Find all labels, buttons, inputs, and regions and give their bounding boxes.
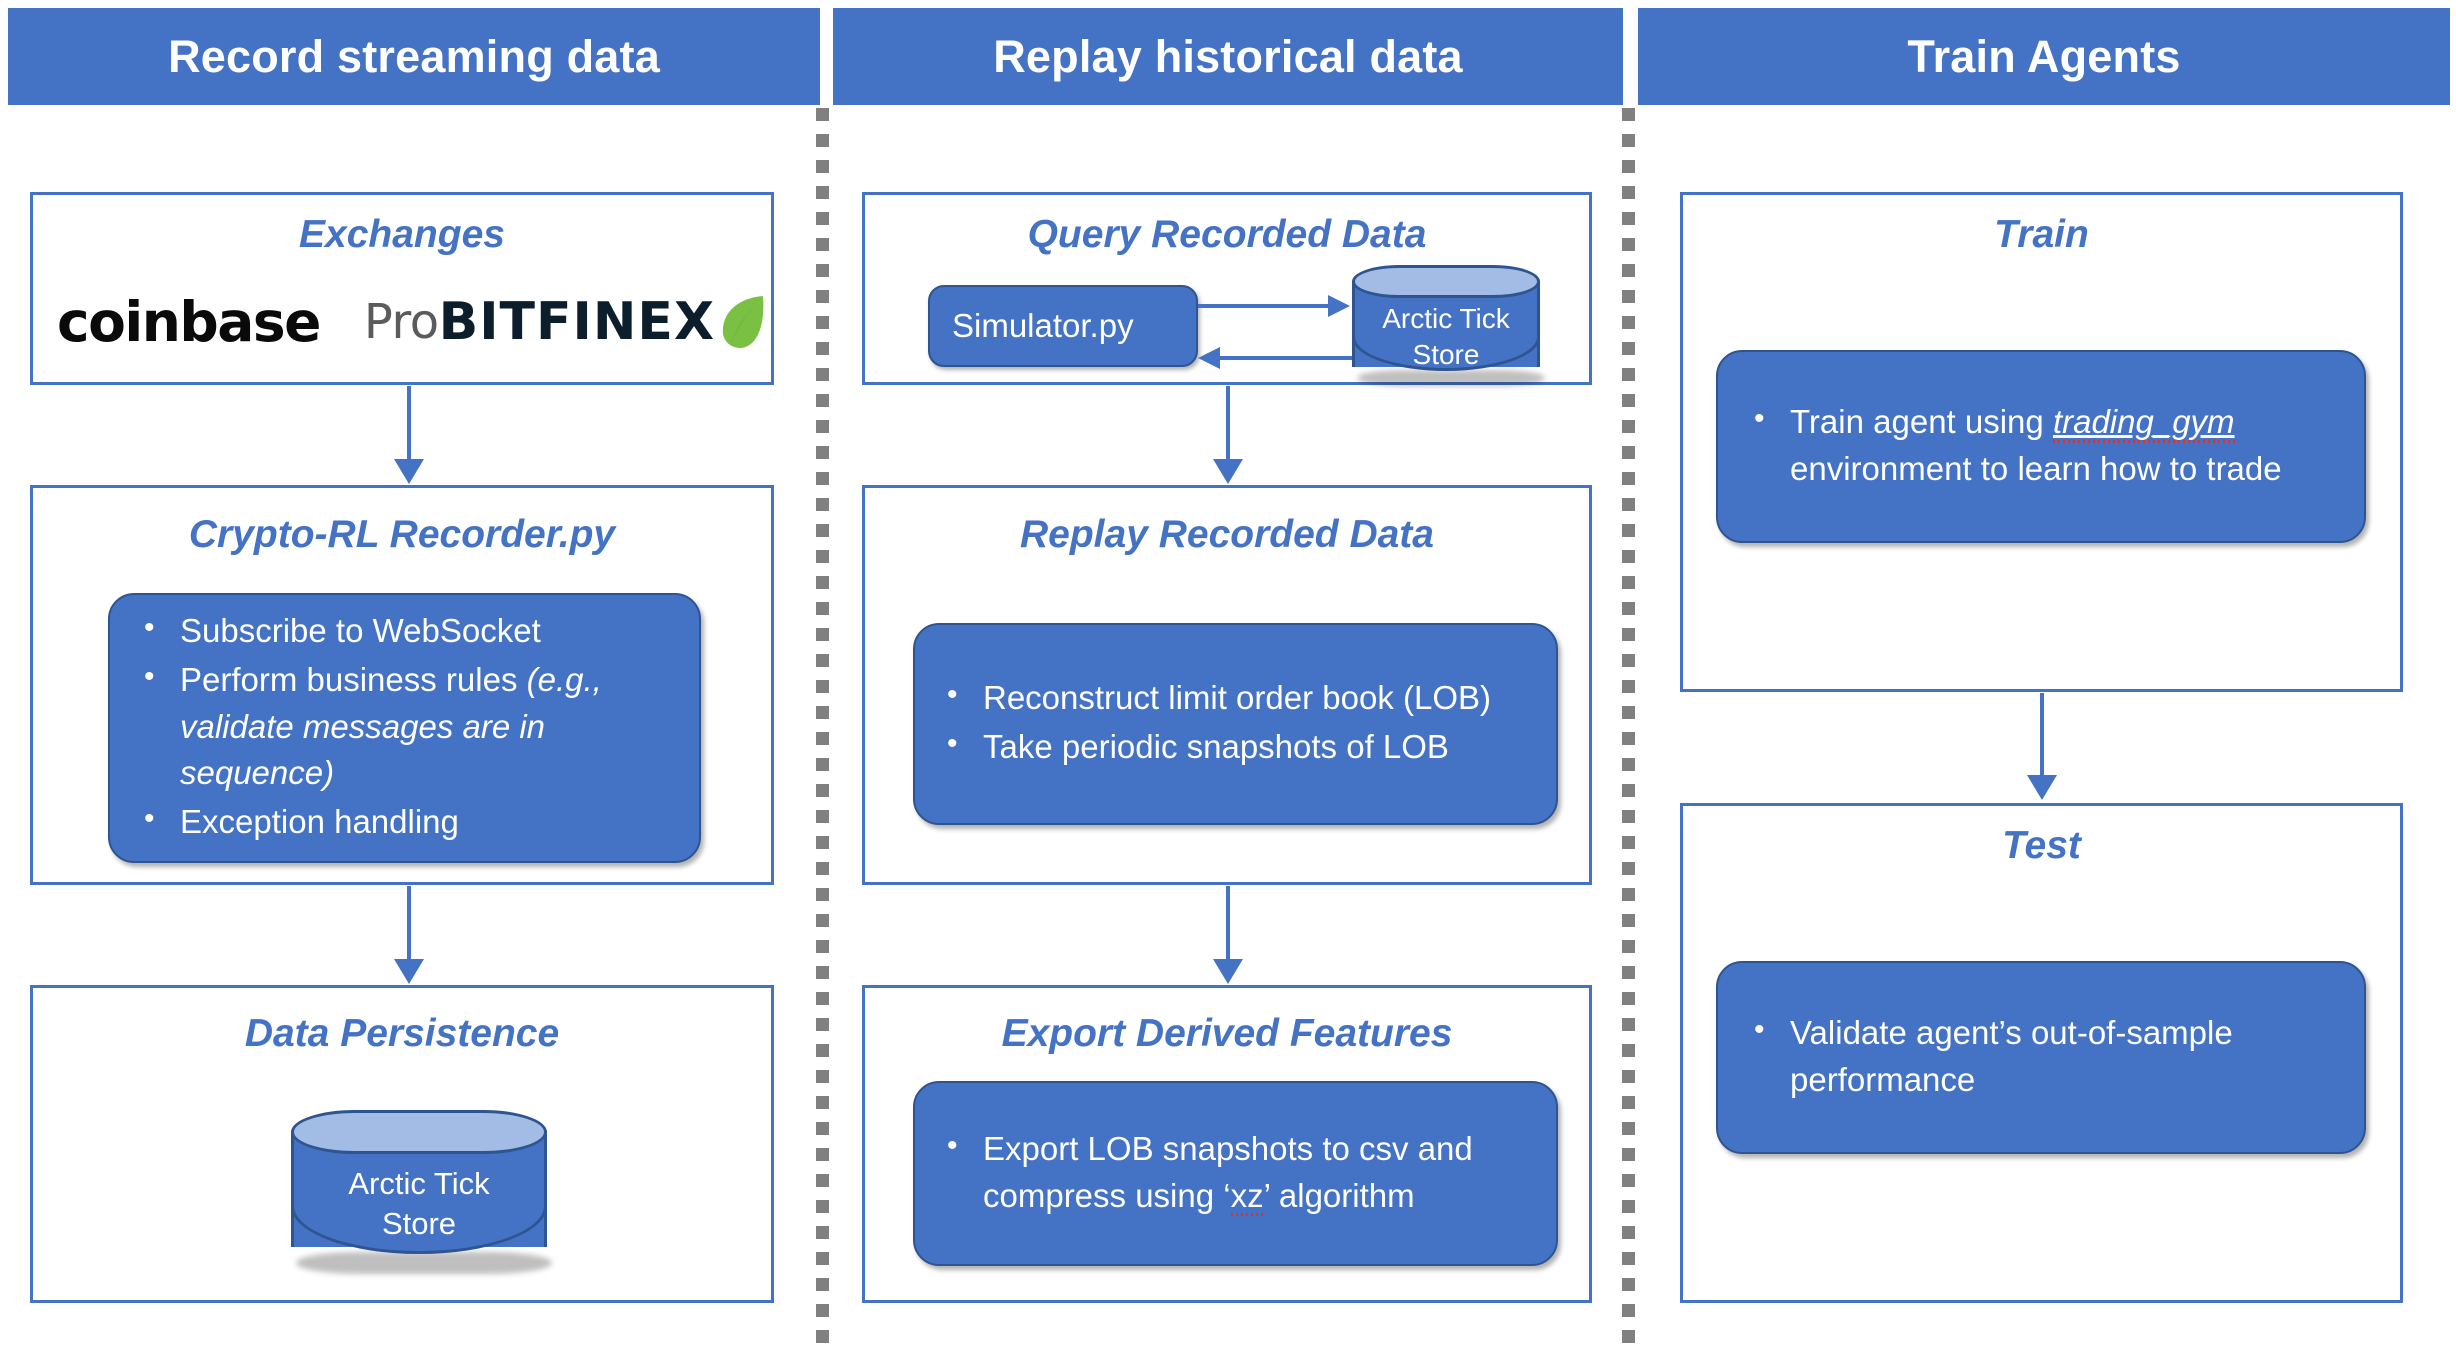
arrow-query-to-replay bbox=[1213, 386, 1243, 484]
card-train-tasks: Train agent using trading_gym environmen… bbox=[1716, 350, 2366, 543]
list-item: Validate agent’s out-of-sample performan… bbox=[1754, 1008, 2338, 1104]
panel-title-export-derived-features: Export Derived Features bbox=[1001, 1012, 1453, 1055]
arrow-replay-to-export bbox=[1213, 886, 1243, 984]
cylinder-label-line2: Store bbox=[381, 1206, 457, 1242]
panel-train: Train Train agent using trading_gym envi… bbox=[1680, 192, 2403, 692]
list-item: Export LOB snapshots to csv and compress… bbox=[947, 1124, 1530, 1220]
card-recorder-tasks: Subscribe to WebSocket Perform business … bbox=[108, 593, 701, 863]
card-simulator-py: Simulator.py bbox=[928, 285, 1198, 367]
card-test-tasks: Validate agent’s out-of-sample performan… bbox=[1716, 961, 2366, 1154]
panel-title-train: Train bbox=[1994, 213, 2089, 256]
panel-test: Test Validate agent’s out-of-sample perf… bbox=[1680, 803, 2403, 1303]
bullet-text-before: Train agent using bbox=[1790, 402, 2053, 440]
cylinder-label-line1: Arctic Tick bbox=[348, 1166, 490, 1201]
arrow-exchanges-to-recorder bbox=[394, 386, 424, 484]
panel-data-persistence: Data Persistence Arctic Tick Store bbox=[30, 985, 774, 1303]
database-cylinder-arctic-tick-store: Arctic Tick Store bbox=[291, 1110, 552, 1274]
database-cylinder-arctic-tick-store: Arctic Tick Store bbox=[1352, 265, 1545, 386]
panel-title-replay-recorded-data: Replay Recorded Data bbox=[1020, 513, 1434, 556]
panel-query-recorded-data: Query Recorded Data Simulator.py Arctic … bbox=[862, 192, 1592, 386]
panel-title-test: Test bbox=[2002, 824, 2081, 867]
bullet-text-after: environment to learn how to trade bbox=[1790, 449, 2282, 487]
panel-title-data-persistence: Data Persistence bbox=[244, 1012, 560, 1055]
panel-replay-recorded-data: Replay Recorded Data Reconstruct limit o… bbox=[862, 485, 1592, 885]
list-item: Exception handling bbox=[144, 797, 673, 846]
panel-exchanges: Exchanges coinbase Pro BITFINEX bbox=[30, 192, 774, 385]
panel-crypto-rl-recorder: Crypto-RL Recorder.py Subscribe to WebSo… bbox=[30, 485, 774, 885]
cylinder-label: Arctic Tick Store bbox=[291, 1164, 547, 1245]
card-export-tasks: Export LOB snapshots to csv and compress… bbox=[913, 1081, 1558, 1266]
arrow-train-to-test bbox=[2027, 693, 2057, 800]
column-divider-right bbox=[1622, 108, 1635, 1348]
exchange-logos: coinbase Pro BITFINEX bbox=[57, 277, 764, 367]
bullet-text-italic: (e.g., validate messages are in sequence… bbox=[180, 660, 602, 792]
test-task-list: Validate agent’s out-of-sample performan… bbox=[1718, 1008, 2364, 1106]
card-replay-tasks: Reconstruct limit order book (LOB) Take … bbox=[913, 623, 1558, 825]
column-header-train-agents: Train Agents bbox=[1638, 8, 2450, 105]
list-item: Take periodic snapshots of LOB bbox=[947, 722, 1530, 771]
list-item: Subscribe to WebSocket bbox=[144, 606, 673, 655]
coinbase-logo-wordmark: coinbase bbox=[57, 290, 321, 354]
export-task-list: Export LOB snapshots to csv and compress… bbox=[915, 1124, 1556, 1222]
train-task-list: Train agent using trading_gym environmen… bbox=[1718, 397, 2364, 495]
panel-export-derived-features: Export Derived Features Export LOB snaps… bbox=[862, 985, 1592, 1303]
panel-title-exchanges: Exchanges bbox=[299, 213, 505, 256]
list-item: Train agent using trading_gym environmen… bbox=[1754, 397, 2338, 493]
list-item: Perform business rules (e.g., validate m… bbox=[144, 655, 673, 798]
arrow-recorder-to-persistence bbox=[394, 886, 424, 984]
cylinder-label: Arctic Tick Store bbox=[1352, 301, 1540, 374]
replay-task-list: Reconstruct limit order book (LOB) Take … bbox=[915, 673, 1556, 773]
cylinder-label-line2: Store bbox=[1412, 339, 1480, 371]
recorder-task-list: Subscribe to WebSocket Perform business … bbox=[110, 606, 699, 848]
column-header-replay-historical-data: Replay historical data bbox=[833, 8, 1623, 105]
misspelled-word-xz: xz bbox=[1230, 1176, 1264, 1216]
arrow-simulator-to-store bbox=[1198, 295, 1350, 317]
list-item: Reconstruct limit order book (LOB) bbox=[947, 673, 1530, 722]
cylinder-label-line1: Arctic Tick bbox=[1382, 303, 1510, 334]
column-divider-left bbox=[816, 108, 829, 1348]
coinbase-pro-suffix: Pro bbox=[363, 294, 439, 350]
bullet-text-plain: Perform business rules bbox=[180, 660, 527, 698]
bitfinex-logo-wordmark: BITFINEX bbox=[438, 292, 716, 352]
bitfinex-leaf-icon bbox=[719, 294, 765, 350]
simulator-label: Simulator.py bbox=[952, 307, 1134, 344]
panel-title-crypto-rl-recorder: Crypto-RL Recorder.py bbox=[188, 513, 616, 556]
misspelled-word-trading-gym: trading_gym bbox=[2052, 402, 2235, 443]
column-header-record-streaming-data: Record streaming data bbox=[8, 8, 820, 105]
panel-title-query-recorded-data: Query Recorded Data bbox=[1027, 213, 1427, 256]
